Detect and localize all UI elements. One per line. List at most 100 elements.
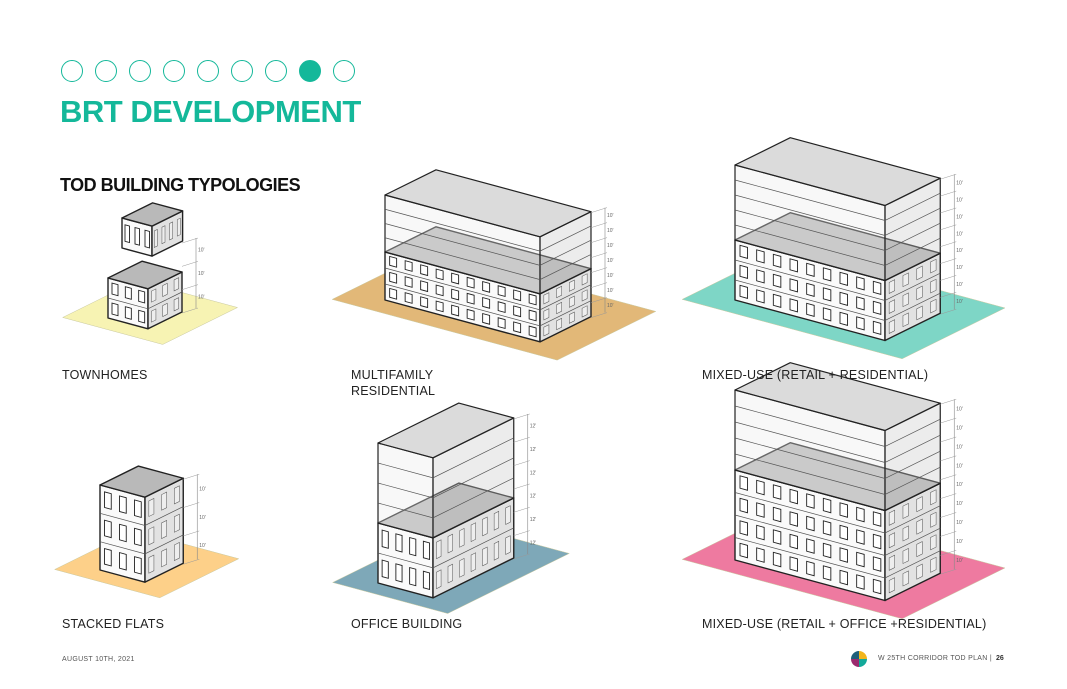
window-icon	[528, 325, 537, 338]
window-icon	[470, 522, 476, 542]
svg-text:10': 10'	[956, 539, 963, 545]
window-icon	[930, 258, 937, 274]
window-icon	[789, 511, 798, 527]
window-icon	[470, 552, 476, 572]
window-icon	[151, 288, 157, 303]
window-icon	[789, 298, 798, 313]
window-icon	[466, 308, 475, 321]
window-icon	[756, 269, 765, 284]
label-stacked-flats: STACKED FLATS	[62, 617, 165, 631]
window-icon	[381, 559, 389, 579]
window-icon	[916, 305, 923, 321]
window-icon	[739, 475, 748, 491]
window-icon	[422, 540, 431, 560]
window-icon	[466, 276, 475, 289]
window-icon	[497, 301, 506, 314]
window-icon	[789, 278, 798, 293]
window-icon	[806, 560, 815, 577]
window-icon	[134, 527, 142, 547]
window-icon	[772, 506, 782, 523]
window-icon	[451, 288, 460, 301]
footer-plan-title: W 25TH CORRIDOR TOD PLAN |	[878, 655, 992, 662]
height-dimension: 10'10'10'10'10'10'10'10'10'	[940, 398, 963, 575]
window-icon	[162, 302, 168, 317]
window-icon	[806, 262, 815, 277]
window-icon	[162, 282, 168, 297]
window-icon	[505, 505, 511, 525]
window-icon	[872, 556, 882, 572]
window-icon	[772, 293, 782, 308]
window-icon	[902, 312, 909, 328]
window-icon	[888, 577, 895, 594]
window-icon	[902, 292, 909, 308]
window-icon	[930, 278, 937, 294]
window-icon	[513, 305, 522, 318]
window-icon	[104, 547, 112, 567]
window-icon	[505, 535, 511, 555]
window-icon	[930, 298, 937, 314]
svg-text:12': 12'	[530, 540, 537, 546]
window-icon	[451, 304, 460, 317]
progress-dot	[299, 60, 321, 82]
window-icon	[756, 547, 765, 563]
svg-text:10': 10'	[199, 515, 206, 521]
window-icon	[902, 525, 909, 542]
window-icon	[389, 255, 398, 268]
window-icon	[144, 229, 150, 249]
window-icon	[872, 533, 882, 550]
window-icon	[789, 533, 798, 550]
progress-dots	[61, 60, 355, 82]
svg-text:10': 10'	[956, 482, 963, 488]
window-icon	[856, 296, 865, 311]
window-icon	[822, 542, 832, 559]
window-icon	[404, 276, 413, 288]
height-dimension: 10'10'10'10'10'10'10'	[590, 207, 614, 318]
svg-text:10': 10'	[607, 273, 614, 279]
massing-volume	[734, 137, 941, 282]
svg-text:10': 10'	[956, 198, 963, 204]
window-icon	[404, 260, 413, 272]
window-icon	[148, 554, 155, 574]
window-icon	[789, 488, 798, 505]
svg-text:10': 10'	[199, 543, 206, 549]
building-volume	[107, 260, 183, 330]
window-icon	[888, 532, 895, 549]
window-icon	[528, 293, 537, 306]
window-icon	[772, 551, 782, 568]
window-icon	[466, 292, 475, 305]
window-icon	[756, 289, 765, 304]
window-icon	[916, 285, 923, 301]
window-icon	[409, 536, 417, 557]
window-icon	[161, 225, 166, 245]
svg-text:10': 10'	[607, 243, 614, 249]
window-icon	[124, 224, 130, 244]
window-icon	[161, 520, 167, 539]
window-icon	[161, 548, 167, 568]
window-icon	[174, 513, 180, 533]
footer-date: AUGUST 10TH, 2021	[62, 656, 135, 663]
window-icon	[119, 495, 127, 514]
window-icon	[569, 311, 575, 324]
window-icon	[916, 541, 923, 558]
svg-text:10': 10'	[956, 463, 963, 469]
section-subtitle: TOD BUILDING TYPOLOGIES	[60, 175, 301, 195]
height-dimension: 10'10'10'10'10'10'10'10'	[940, 173, 963, 315]
window-icon	[930, 511, 937, 528]
window-icon	[154, 229, 158, 248]
window-icon	[789, 556, 798, 572]
svg-text:12': 12'	[530, 470, 537, 476]
progress-dot	[197, 60, 219, 82]
window-icon	[806, 282, 815, 297]
svg-text:10': 10'	[956, 282, 963, 288]
window-icon	[138, 289, 146, 304]
window-icon	[902, 547, 909, 564]
window-icon	[389, 271, 398, 284]
window-icon	[806, 493, 815, 509]
window-icon	[930, 534, 937, 551]
progress-dot	[163, 60, 185, 82]
svg-text:10': 10'	[956, 558, 963, 564]
window-icon	[856, 529, 865, 545]
window-icon	[902, 272, 909, 288]
svg-text:10': 10'	[607, 258, 614, 264]
svg-text:10': 10'	[199, 486, 206, 492]
